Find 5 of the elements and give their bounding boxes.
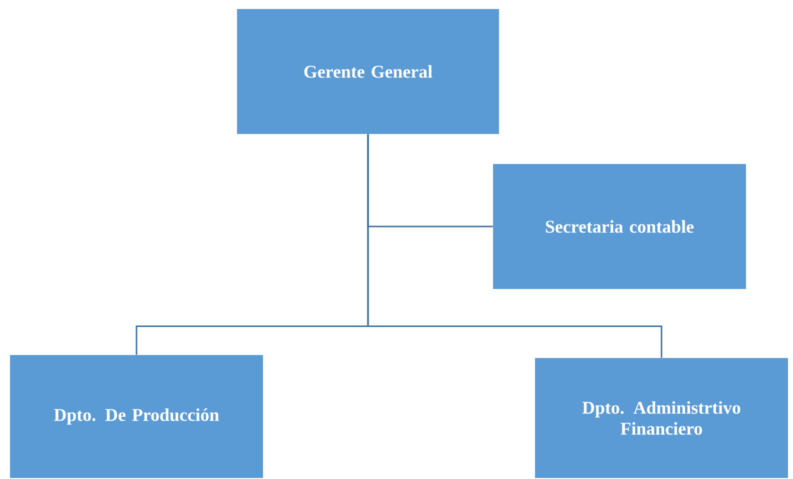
connector-line bbox=[367, 134, 662, 358]
org-box: Gerente General bbox=[237, 9, 499, 134]
org-box: Dpto. Administrtivo Financiero bbox=[535, 358, 788, 478]
org-box: Dpto. De Producción bbox=[10, 355, 263, 478]
org-box: Secretaria contable bbox=[493, 164, 746, 289]
